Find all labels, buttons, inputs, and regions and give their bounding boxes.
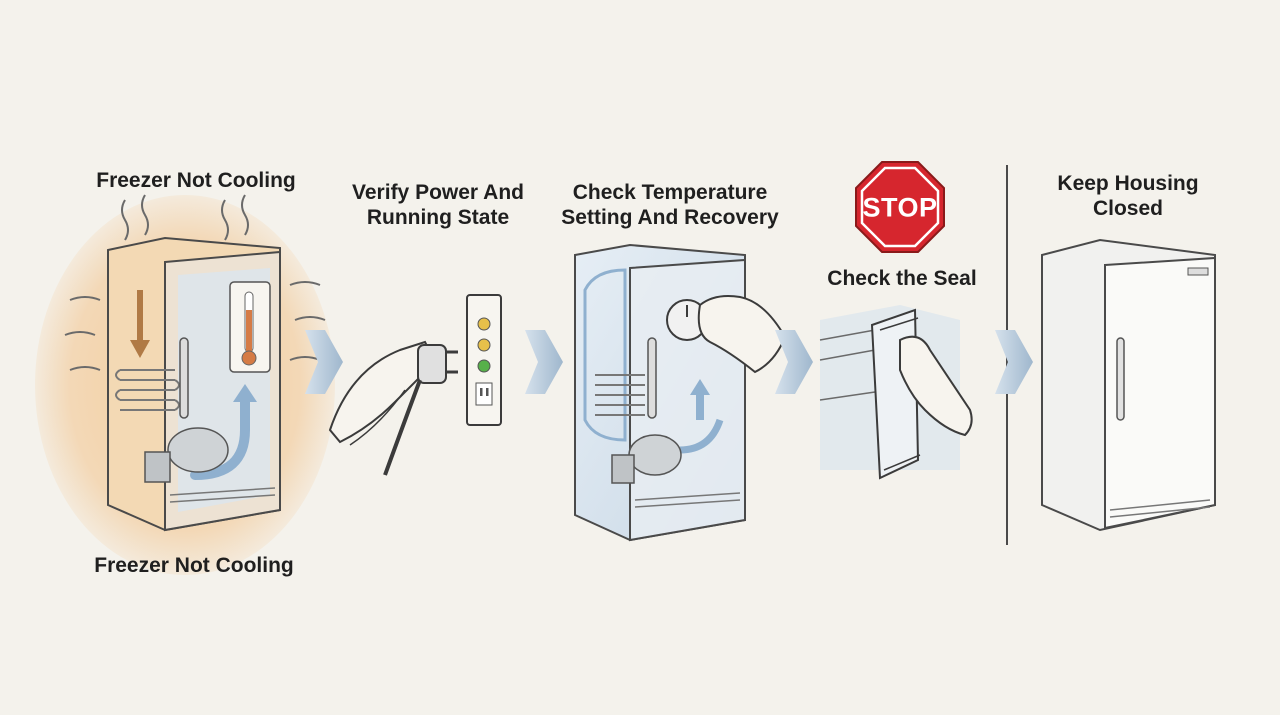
- heat-waves-icon: [64, 194, 326, 371]
- flow-arrow-icon: [305, 330, 1033, 394]
- warm-freezer-icon: [35, 194, 335, 575]
- step2-title: Verify Power And Running State: [352, 180, 524, 230]
- stop-sign-label: STOP: [862, 192, 938, 223]
- wall-outlet-icon: [466, 294, 502, 426]
- step2-title-line1: Verify Power And: [352, 181, 524, 204]
- stop-sign-icon: [855, 161, 945, 253]
- door-gasket-icon: [819, 305, 973, 480]
- step3-title: Check Temperature Setting And Recovery: [561, 180, 778, 230]
- plug-hand-icon: [328, 340, 458, 476]
- plug-icon: [417, 344, 447, 384]
- step5-title-line2: Closed: [1092, 197, 1163, 220]
- thermometer-icon: [229, 281, 271, 373]
- compressor-icon: [144, 427, 229, 483]
- step2-title-line2: Running State: [366, 206, 510, 229]
- step4-title: Check the Seal: [827, 267, 977, 290]
- closed-freezer-icon: [1041, 238, 1216, 532]
- step5-title-line1: Keep Housing: [1057, 172, 1199, 195]
- cool-freezer-icon: [574, 243, 787, 542]
- step3-title-line1: Check Temperature: [572, 181, 768, 204]
- step1-title: Freezer Not Cooling: [96, 169, 296, 192]
- step3-title-line2: Setting And Recovery: [561, 206, 779, 229]
- hand-icon: [697, 295, 787, 374]
- step1-caption: Freezer Not Cooling: [94, 554, 294, 577]
- step5-title: Keep Housing Closed: [1057, 171, 1198, 221]
